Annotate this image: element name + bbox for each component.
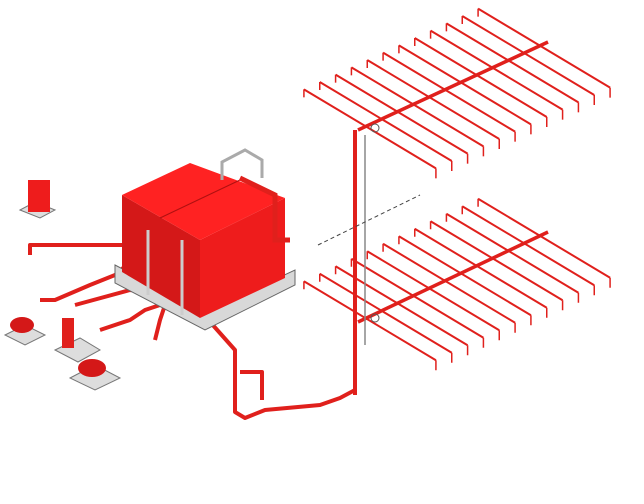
pump-1	[10, 317, 34, 333]
control-panel	[18, 180, 57, 219]
sprinkler-grids	[303, 7, 611, 371]
tank-right-face	[200, 198, 285, 318]
lower-grid-cross-main	[357, 230, 549, 324]
lower-grid-branch-line	[350, 257, 484, 339]
pump-base-2	[53, 337, 102, 363]
valve-upper	[370, 123, 380, 133]
upper-grid-branch-line	[335, 73, 469, 155]
level-break-line	[317, 194, 421, 246]
lower-grid-branch-line	[477, 197, 611, 279]
upper-grid-cross-main	[357, 40, 549, 132]
upper-grid-branch-line	[445, 22, 579, 104]
riser	[317, 123, 421, 395]
upper-grid-branch-line	[303, 88, 437, 170]
pumps	[3, 317, 122, 391]
upper-grid-branch-line	[382, 51, 516, 133]
jockey-pump	[62, 318, 74, 348]
pump-3	[78, 359, 106, 377]
lower-grid-branch-line	[430, 220, 564, 302]
lower-grid-branch-line	[303, 280, 437, 362]
upper-grid-branch-line	[319, 81, 453, 162]
lower-grid-branch-line	[414, 227, 548, 309]
vent-pipe	[220, 148, 264, 180]
upper-grid-branch-line	[366, 59, 500, 140]
tank-top	[122, 163, 285, 240]
lower-grid-branch-line	[366, 250, 500, 332]
lower-grid-branch-line	[445, 212, 579, 294]
lower-grid-branch-line	[398, 235, 532, 317]
upper-grid-branch-line	[461, 15, 595, 96]
upper-grid-branch-line	[350, 66, 484, 148]
tank-seam	[159, 179, 241, 219]
lower-grid-branch-line	[319, 272, 453, 354]
lower-grid-branch-line	[335, 265, 469, 347]
water-tank	[114, 148, 296, 331]
upper-grid-branch-line	[398, 44, 532, 126]
valve-lower	[370, 313, 380, 323]
lower-grid-branch-line	[382, 242, 516, 324]
upper-grid-branch-line	[414, 37, 548, 118]
lower-grid-branch-line	[461, 205, 595, 287]
upper-grid-branch-line	[430, 29, 564, 111]
overflow-pipe	[238, 175, 290, 243]
upper-grid-branch-line	[477, 7, 611, 89]
